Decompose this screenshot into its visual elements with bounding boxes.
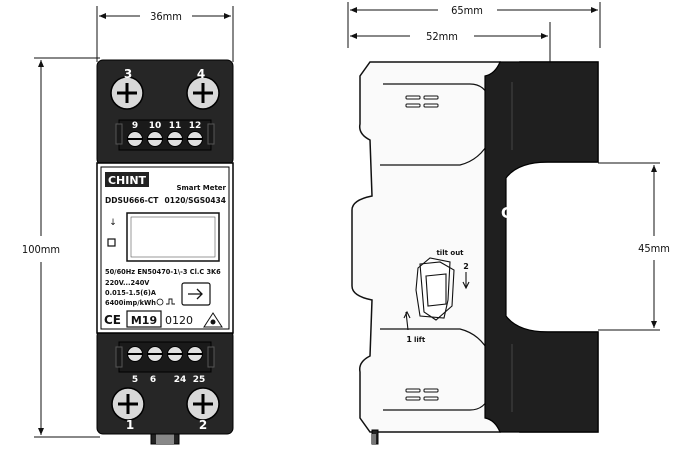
side-rail-height-dimension — [598, 162, 660, 331]
terminal-label-12: 12 — [189, 121, 202, 131]
model-number: DDSU666-CT — [105, 196, 159, 205]
terminal-label-3: 3 — [124, 67, 132, 81]
lcd-display — [126, 212, 220, 262]
step-1-label: 1 — [406, 335, 412, 344]
side-view: 65mm 52mm 45mm — [347, 2, 670, 445]
side-body-width-label: 52mm — [426, 30, 458, 43]
screw-terminal-3 — [110, 76, 144, 110]
side-brand: CHINT — [501, 204, 554, 222]
front-height-dimension — [34, 57, 100, 438]
screw-terminal-2 — [186, 387, 220, 421]
terminal-label-1: 1 — [126, 418, 134, 432]
spec-voltage: 220V...240V — [105, 279, 150, 287]
upper-vent-slots — [405, 95, 439, 108]
side-rail-height-label: 45mm — [638, 242, 670, 255]
front-width-label: 36mm — [150, 10, 182, 23]
spec-current: 0.015-1.5(6)A — [105, 289, 157, 297]
front-width-dimension — [96, 6, 234, 62]
terminal-label-11: 11 — [169, 121, 182, 131]
spec-frequency-standard: 50/60Hz EN50470-1\-3 Cl.C 3K6 — [105, 268, 221, 276]
spec-constant: 6400imp/kWh — [105, 299, 156, 307]
step-2-label: 2 — [463, 262, 469, 271]
terminal-label-9: 9 — [132, 121, 138, 131]
terminal-label-4: 4 — [197, 67, 205, 81]
led-indicator-icon — [107, 238, 116, 247]
lift-label: lift — [414, 336, 426, 344]
pulse-arrow-icon: ↓ — [109, 218, 117, 228]
chint-logo — [105, 172, 149, 187]
front-brand: CHINT — [108, 174, 147, 187]
side-overall-width-dimension — [347, 2, 601, 48]
screw-terminal-1 — [111, 387, 145, 421]
bottom-small-screws — [127, 346, 203, 362]
side-body-width-dimension — [350, 22, 551, 62]
ce-mark: CE — [104, 313, 121, 327]
terminal-label-2: 2 — [199, 418, 207, 432]
arrow-right-icon — [188, 288, 203, 300]
tilt-out-label: tilt out — [436, 249, 464, 257]
din-clip-slot — [156, 434, 174, 444]
metrology-mark-box — [126, 310, 162, 328]
screw-terminal-4 — [186, 76, 220, 110]
terminal-label-5: 5 — [132, 375, 138, 385]
terminal-label-24: 24 — [174, 375, 187, 385]
terminal-label-25: 25 — [193, 375, 206, 385]
terminal-label-6: 6 — [150, 375, 156, 385]
product-type: Smart Meter — [176, 184, 226, 192]
front-view: 36mm 100mm 3 4 — [22, 6, 234, 445]
front-height-label: 100mm — [22, 243, 60, 256]
terminal-label-10: 10 — [149, 121, 162, 131]
certification-code: 0120/SGS0434 — [165, 196, 226, 205]
tilt-lift-illustration — [403, 257, 470, 331]
din-rail-section — [484, 61, 599, 433]
lower-vent-slots — [405, 388, 439, 401]
top-small-screws — [127, 131, 203, 147]
metrology-mark: M19 — [131, 314, 157, 327]
side-overall-width-label: 65mm — [451, 4, 483, 17]
metrology-code: 0120 — [165, 314, 193, 327]
pulse-output-icon — [166, 298, 175, 305]
